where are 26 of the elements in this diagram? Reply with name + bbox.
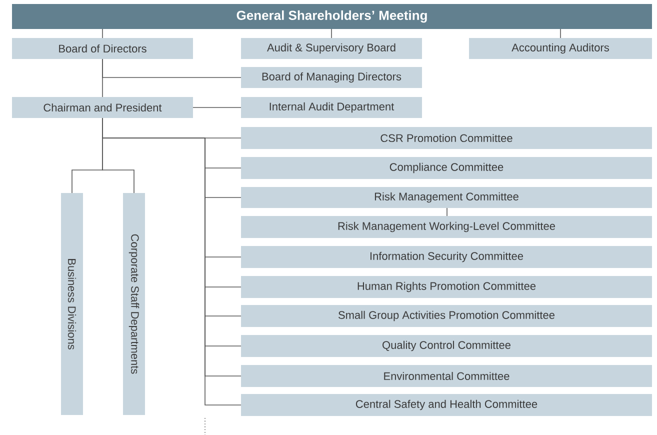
connector-line xyxy=(102,28,103,38)
unit-box: Corporate Staff Departments xyxy=(123,193,145,415)
connector-line xyxy=(331,28,332,38)
org-box: Audit & Supervisory Board xyxy=(241,38,422,59)
org-box: Environmental Committee xyxy=(241,365,652,387)
org-box: Quality Control Committee xyxy=(241,335,652,357)
org-box: Internal Audit Department xyxy=(241,97,422,118)
connector-line xyxy=(446,208,448,216)
org-box: Chairman and President xyxy=(12,97,193,118)
org-box: Compliance Committee xyxy=(241,157,652,179)
connector-line xyxy=(560,28,561,38)
org-box: Board of Managing Directors xyxy=(241,67,422,88)
org-box: Human Rights Promotion Committee xyxy=(241,276,652,298)
title-bar: General Shareholders’ Meeting xyxy=(12,4,652,29)
org-box: CSR Promotion Committee xyxy=(241,127,652,149)
org-box: Board of Directors xyxy=(12,38,193,59)
unit-box: Business Divisions xyxy=(61,193,83,415)
org-box: Accounting Auditors xyxy=(469,38,652,59)
org-box: Information Security Committee xyxy=(241,246,652,268)
org-box: Central Safety and Health Committee xyxy=(241,394,652,416)
connector-line xyxy=(102,118,134,194)
org-box: Risk Management Working-Level Committee xyxy=(241,216,652,238)
connector-line xyxy=(192,107,242,108)
connector-line xyxy=(102,58,242,78)
org-box: Risk Management Committee xyxy=(241,187,652,208)
org-box: Small Group Activities Promotion Committee xyxy=(241,305,652,327)
